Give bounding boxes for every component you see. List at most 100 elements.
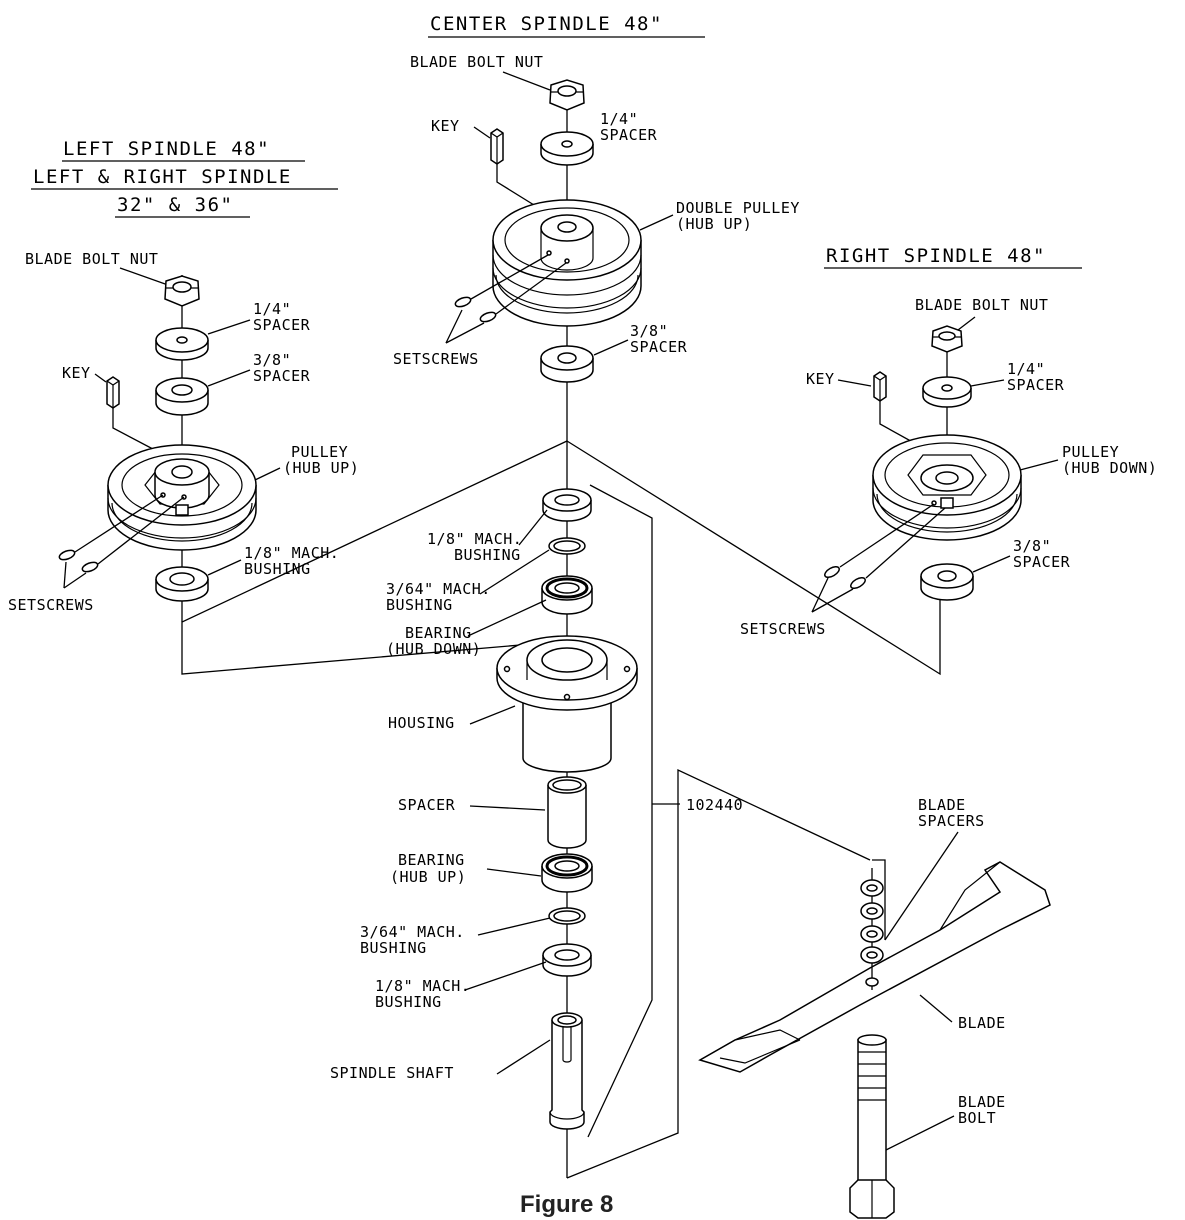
leader-line: [94, 373, 107, 383]
leader-line: [837, 379, 872, 387]
label-bushing-eighth: 1/8" MACH.: [427, 530, 522, 548]
key-icon: [873, 371, 887, 402]
leader-line: [486, 868, 542, 877]
label-spacer-three-eighths: SPACER: [1013, 553, 1071, 571]
label-spacer-three-eighths-size: 3/8": [253, 351, 291, 369]
leader-line: [254, 467, 281, 481]
leader-line: [479, 549, 550, 595]
label-pulley: PULLEY: [291, 443, 348, 461]
leader-line: [445, 309, 463, 344]
label-bushing-three-sixtyfourths: 3/64" MACH.: [360, 923, 465, 941]
leader-line: [839, 503, 935, 568]
key-icon: [490, 128, 504, 165]
hex-nut-icon: [931, 325, 963, 353]
leader-line: [469, 705, 516, 725]
title-left-sizes: 32" & 36": [117, 194, 233, 216]
bushing-eighth-icon: [155, 566, 209, 602]
label-spacer-quarter-size: 1/4": [253, 300, 291, 318]
connector-line-right: [566, 440, 941, 676]
connector-line-blade: [566, 768, 871, 1179]
label-bearing: BEARING: [398, 851, 465, 869]
leader-line: [207, 559, 242, 576]
label-blade-bolt-nut: BLADE BOLT NUT: [25, 250, 158, 268]
label-bearing-hub-down: (HUB DOWN): [386, 640, 481, 658]
label-blade-spacers-2: SPACERS: [918, 812, 985, 830]
leader-line: [884, 831, 959, 941]
leader-line: [207, 319, 251, 335]
setscrew-icon: [454, 296, 497, 323]
leader-line: [495, 262, 567, 315]
label-bearing: BEARING: [405, 624, 472, 642]
label-bushing: BUSHING: [375, 993, 442, 1011]
label-spacer-three-eighths: SPACER: [630, 338, 688, 356]
hex-nut-icon: [164, 275, 200, 307]
label-key: KEY: [431, 117, 460, 135]
label-key: KEY: [62, 364, 91, 382]
leader-line: [972, 555, 1011, 573]
label-bushing: BUSHING: [360, 939, 427, 957]
label-setscrews: SETSCREWS: [740, 620, 826, 638]
bushing-three-sixtyfourths-icon: [548, 907, 586, 925]
leader-line: [469, 805, 546, 811]
key-icon: [106, 376, 120, 409]
leader-line: [477, 917, 551, 936]
setscrew-icon: [58, 549, 99, 573]
leader-line: [97, 496, 185, 565]
spacer-three-eighths-icon: [155, 377, 209, 416]
spacer-quarter-icon: [540, 131, 594, 166]
label-pulley-hub-up: (HUB UP): [283, 459, 359, 477]
leader-line: [470, 254, 549, 300]
leader-line: [970, 379, 1005, 387]
leader-line: [63, 572, 87, 589]
spacer-three-eighths-icon: [920, 563, 974, 601]
label-bushing: BUSHING: [454, 546, 521, 564]
title-left-right-spindle: LEFT & RIGHT SPINDLE: [33, 166, 292, 188]
leader-line: [593, 339, 629, 356]
pulley-icon: [107, 444, 257, 551]
leader-line: [119, 267, 169, 286]
label-spacer-three-eighths-size: 3/8": [630, 322, 668, 340]
bushing-three-sixtyfourths-icon: [548, 537, 586, 555]
spacer-three-eighths-icon: [540, 345, 594, 383]
leader-line: [865, 507, 946, 579]
leader-line: [467, 599, 547, 637]
label-setscrews: SETSCREWS: [8, 596, 94, 614]
bracket-102440: [587, 484, 653, 1138]
title-right-spindle: RIGHT SPINDLE 48": [826, 245, 1046, 267]
label-blade-spacers: BLADE: [918, 796, 966, 814]
label-pulley-hub-down: (HUB DOWN): [1062, 459, 1157, 477]
pulley-icon: [872, 434, 1022, 541]
bearing-icon: [541, 575, 593, 615]
bushing-eighth-icon: [542, 943, 592, 977]
bracket-line: [872, 859, 886, 940]
leader-line: [811, 577, 829, 613]
leader-line: [496, 1039, 551, 1075]
label-assembly-number: 102440: [686, 796, 743, 814]
label-double-pulley: DOUBLE PULLEY: [676, 199, 800, 217]
leader-line: [464, 961, 547, 991]
leader-line: [518, 509, 548, 546]
leader-line: [502, 71, 551, 91]
leader-line: [74, 494, 164, 553]
label-spacer-three-eighths-size: 3/8": [1013, 537, 1051, 555]
label-bushing-eighth: 1/8" MACH.: [244, 544, 339, 562]
leader-line: [885, 1115, 955, 1151]
label-spacer: SPACER: [398, 796, 456, 814]
label-bearing-hub-up: (HUB UP): [390, 868, 466, 886]
leader-line: [473, 126, 491, 139]
leader-line: [919, 994, 953, 1023]
label-spindle-shaft: SPINDLE SHAFT: [330, 1064, 454, 1082]
leader-line: [445, 322, 485, 344]
label-spacer-quarter-size: 1/4": [1007, 360, 1045, 378]
label-spacer-quarter: SPACER: [1007, 376, 1065, 394]
spacer-quarter-icon: [155, 327, 209, 361]
label-spacer-three-eighths: SPACER: [253, 367, 311, 385]
double-pulley-icon: [492, 199, 642, 327]
label-key: KEY: [806, 370, 835, 388]
label-blade-bolt: BLADE: [958, 1093, 1006, 1111]
setscrew-icon: [824, 565, 866, 590]
spacer-quarter-icon: [922, 376, 972, 408]
label-blade-bolt-2: BOLT: [958, 1109, 996, 1127]
label-setscrews: SETSCREWS: [393, 350, 479, 368]
